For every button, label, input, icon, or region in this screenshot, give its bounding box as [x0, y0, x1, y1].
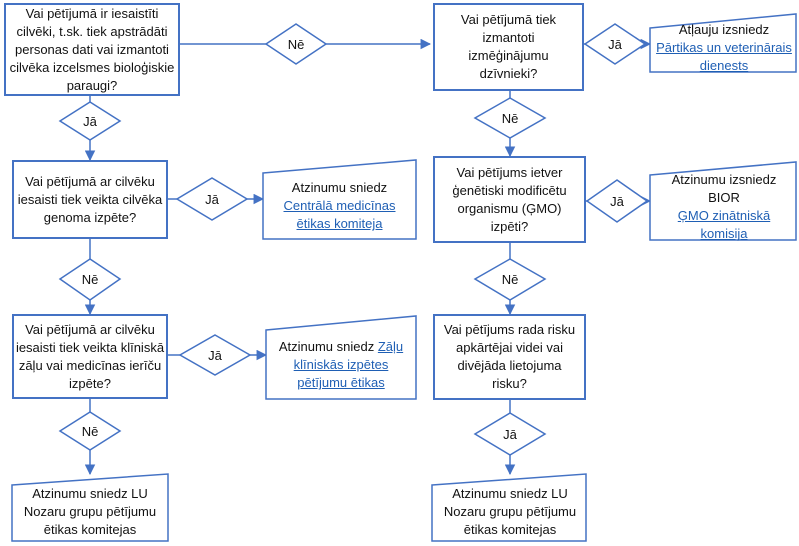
question-q6-text: Vai pētījums rada risku apkārtējai videi… — [443, 322, 576, 391]
result-box-r5-shape — [649, 161, 797, 241]
decision-diamond-q2-yes — [175, 177, 249, 221]
decision-label-q2-no: Nē — [81, 272, 99, 287]
decision-label-q1-no: Nē — [287, 36, 305, 52]
question-q6: Vai pētījums rada risku apkārtējai videi… — [433, 314, 586, 400]
question-q3: Vai pētījumā ar cilvēku iesaisti tiek ve… — [12, 314, 168, 399]
decision-label-q6-yes: Jā — [503, 426, 517, 442]
result-r1-prefix: Atzinumu sniedz — [291, 180, 388, 195]
decision-diamond-q4-yes — [583, 23, 647, 65]
decision-diamond-q6-yes — [473, 412, 547, 456]
link-food-veterinary-service[interactable]: Pārtikas un veterinārais dienests — [656, 40, 792, 73]
decision-label-q4-yes: Jā — [608, 36, 622, 52]
result-box-r3-shape — [11, 473, 169, 542]
decision-label-q3-no: Nē — [81, 423, 99, 439]
result-r2-prefix: Atzinumu sniedz — [278, 339, 375, 354]
question-q2: Vai pētījumā ar cilvēku iesaisti tiek ve… — [12, 160, 168, 239]
link-central-medical-ethics-committee[interactable]: Centrālā medicīnas ētikas komiteja — [283, 198, 396, 231]
result-r6: Atzinumu sniedz LU Nozaru grupu pētījumu… — [438, 484, 582, 540]
result-box-r6-shape — [431, 473, 587, 542]
decision-label-q3-yes: Jā — [208, 347, 222, 363]
decision-diamond-q2-no — [58, 258, 122, 301]
decision-label-q1-yes: Jā — [83, 113, 97, 129]
decision-diamond-q4-no — [473, 97, 547, 139]
result-r4-prefix: Atļauju izsniedz — [678, 22, 770, 37]
question-q1-text: Vai pētījumā ir iesaistīti cilvēki, t.sk… — [9, 5, 175, 93]
result-box-r4-shape — [649, 13, 797, 73]
result-r2: Atzinumu sniedz Zāļu klīniskās izpētes p… — [270, 332, 412, 398]
result-box-r2-shape — [265, 315, 417, 400]
decision-diamond-q1-no — [264, 23, 328, 65]
result-r2-text: Atzinumu sniedz Zāļu klīniskās izpētes p… — [270, 338, 412, 392]
question-q5-text: Vai pētījums ietver ģenētiski modificētu… — [452, 164, 567, 234]
question-q5: Vai pētījums ietver ģenētiski modificētu… — [433, 156, 586, 243]
result-r3-text: Atzinumu sniedz LU Nozaru grupu pētījumu… — [23, 486, 157, 537]
decision-label-q4-no: Nē — [501, 110, 519, 126]
decision-diamond-q3-no — [58, 411, 122, 451]
decision-label-q2-yes: Jā — [205, 191, 219, 207]
result-r1-text: Atzinumu sniedz Centrālā medicīnas ētika… — [268, 179, 411, 233]
link-gmo-scientific-commission[interactable]: ĢMO zinātniskā komisija — [677, 208, 771, 241]
question-q4: Vai pētījumā tiek izmantoti izmēģinājumu… — [433, 3, 584, 91]
link-clinical-drug-trial-ethics[interactable]: Zāļu klīniskās izpētes pētījumu ētikas — [293, 339, 404, 390]
result-r6-text: Atzinumu sniedz LU Nozaru grupu pētījumu… — [443, 486, 577, 537]
question-q4-text: Vai pētījumā tiek izmantoti izmēģinājumu… — [460, 12, 557, 81]
result-r5: Atzinumu izsniedz BIOR ĢMO zinātniskā ko… — [654, 172, 794, 241]
result-r3: Atzinumu sniedz LU Nozaru grupu pētījumu… — [18, 484, 162, 540]
decision-diamond-q3-yes — [178, 334, 252, 376]
decision-label-q5-yes: Jā — [610, 193, 624, 209]
question-q2-text: Vai pētījumā ar cilvēku iesaisti tiek ve… — [17, 173, 163, 225]
result-r4-text: Atļauju izsniedz Pārtikas un veterinārai… — [654, 21, 794, 75]
question-q1: Vai pētījumā ir iesaistīti cilvēki, t.sk… — [4, 3, 180, 96]
decision-diamond-q5-yes — [585, 179, 649, 223]
question-q3-text: Vai pētījumā ar cilvēku iesaisti tiek ve… — [15, 321, 165, 391]
result-r5-prefix: Atzinumu izsniedz BIOR — [671, 172, 777, 205]
decision-diamond-q5-no — [473, 258, 547, 301]
result-r1: Atzinumu sniedz Centrālā medicīnas ētika… — [268, 174, 411, 238]
decision-label-q5-no: Nē — [501, 272, 519, 287]
result-box-r1-shape — [262, 159, 417, 240]
result-r5-text: Atzinumu izsniedz BIOR ĢMO zinātniskā ko… — [654, 171, 794, 243]
result-r4: Atļauju izsniedz Pārtikas un veterinārai… — [654, 22, 794, 73]
decision-diamond-q1-yes — [58, 101, 122, 141]
